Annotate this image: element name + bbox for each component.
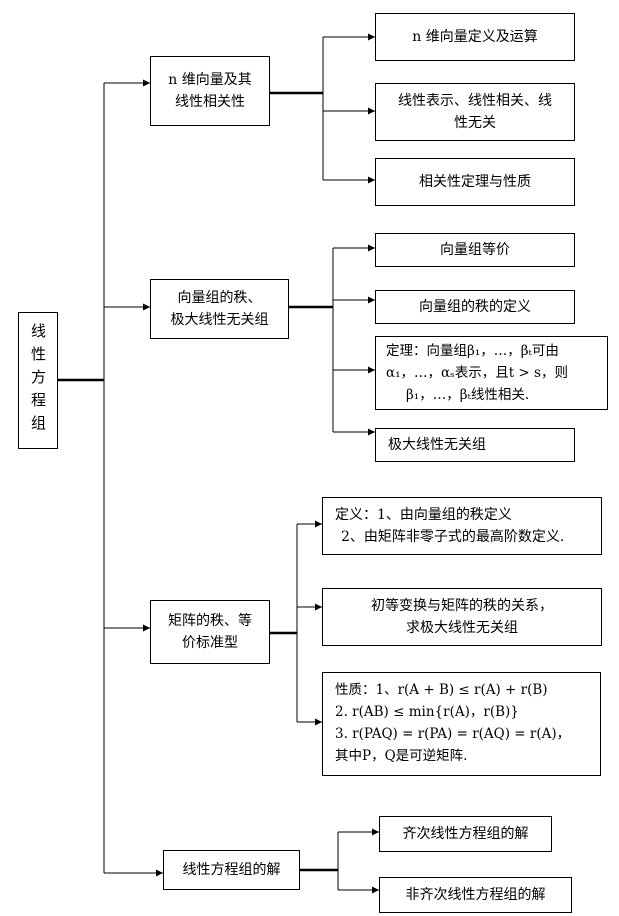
leaf-node: 定义：1、由向量组的秩定义 2、由矩阵非零子式的最高阶数定义. xyxy=(322,497,602,555)
section-node-solutions: 线性方程组的解 xyxy=(163,850,300,890)
leaf-text: 线性表示、线性相关、线 xyxy=(398,93,552,109)
leaf-node: 初等变换与矩阵的秩的关系， 求极大线性无关组 xyxy=(322,588,602,646)
leaf-text: 其中P，Q是可逆矩阵. xyxy=(335,748,468,764)
leaf-node: 向量组等价 xyxy=(375,233,575,267)
section-node-matrix-rank: 矩阵的秩、等 价标准型 xyxy=(150,600,270,664)
leaf-text: 齐次线性方程组的解 xyxy=(402,826,529,842)
leaf-node-theorem: 定理：向量组β₁，…，βₜ可由 α₁，…，αₛ表示，且t > s，则 β₁，…，… xyxy=(375,336,608,410)
leaf-text: 向量组的秩的定义 xyxy=(419,299,531,315)
leaf-text: α₁，…，αₛ表示，且t > s，则 xyxy=(386,365,568,381)
leaf-node: 极大线性无关组 xyxy=(375,428,575,462)
leaf-text: 非齐次线性方程组的解 xyxy=(405,887,546,903)
leaf-text: 2. r(AB) ≤ min{r(A)，r(B)} xyxy=(335,704,519,720)
section-label-line: 矩阵的秩、等 xyxy=(168,613,252,629)
leaf-text: n 维向量定义及运算 xyxy=(412,29,538,45)
leaf-node: n 维向量定义及运算 xyxy=(375,13,575,61)
leaf-node: 相关性定理与性质 xyxy=(375,158,575,206)
leaf-text: 定义：1、由向量组的秩定义 xyxy=(335,507,512,523)
leaf-text: 向量组等价 xyxy=(440,242,510,258)
leaf-text: 性质：1、r(A + B) ≤ r(A) + r(B) xyxy=(335,682,548,698)
root-label: 线性方程组 xyxy=(29,323,47,438)
section-label-line: 向量组的秩、 xyxy=(177,290,262,306)
leaf-node: 非齐次线性方程组的解 xyxy=(379,877,572,913)
leaf-text: 初等变换与矩阵的秩的关系， xyxy=(371,598,553,614)
section-node-rank-vectors: 向量组的秩、 极大线性无关组 xyxy=(150,279,289,339)
leaf-text: 定理：向量组β₁，…，βₜ可由 xyxy=(386,343,559,359)
section-label-line: 线性相关性 xyxy=(175,94,245,110)
section-label-line: 线性方程组的解 xyxy=(182,862,281,878)
root-node: 线性方程组 xyxy=(18,312,58,449)
leaf-text: 相关性定理与性质 xyxy=(419,174,531,190)
leaf-node: 线性表示、线性相关、线 性无关 xyxy=(375,83,575,141)
section-label-line: 极大线性无关组 xyxy=(170,312,269,328)
section-label-line: n 维向量及其 xyxy=(168,72,252,88)
leaf-node: 齐次线性方程组的解 xyxy=(379,816,552,852)
section-label-line: 价标准型 xyxy=(182,635,238,651)
leaf-text: 2、由矩阵非零子式的最高阶数定义. xyxy=(341,529,565,545)
leaf-text: 性无关 xyxy=(454,115,496,131)
section-node-vectors: n 维向量及其 线性相关性 xyxy=(150,56,270,126)
leaf-node-properties: 性质：1、r(A + B) ≤ r(A) + r(B) 2. r(AB) ≤ m… xyxy=(322,672,601,776)
leaf-text: 极大线性无关组 xyxy=(388,437,486,453)
leaf-text: 求极大线性无关组 xyxy=(406,620,518,636)
leaf-node: 向量组的秩的定义 xyxy=(375,290,575,324)
leaf-text: 3. r(PAQ) = r(PA) = r(AQ) = r(A)， xyxy=(335,726,571,742)
leaf-text: β₁，…，βₜ线性相关. xyxy=(406,387,530,403)
